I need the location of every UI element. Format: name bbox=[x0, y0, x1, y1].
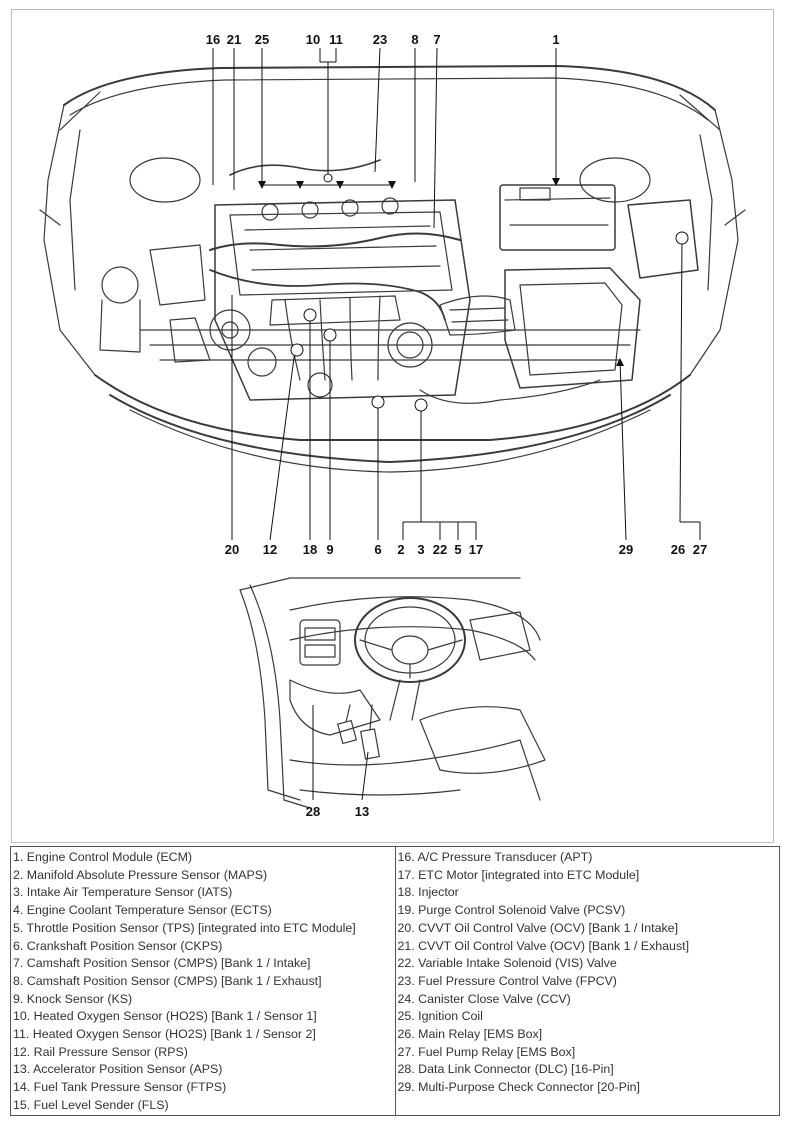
callout: 3 bbox=[417, 542, 424, 557]
component-location-diagram: 16 21 25 10 11 23 8 7 1 20 12 18 9 6 2 3… bbox=[39, 32, 746, 819]
legend-column-left: 1. Engine Control Module (ECM) 2. Manifol… bbox=[11, 847, 395, 1115]
legend-item: 9. Knock Sensor (KS) bbox=[13, 991, 133, 1006]
callout: 2 bbox=[397, 542, 404, 557]
legend-item: 11. Heated Oxygen Sensor (HO2S) [Bank 1 … bbox=[13, 1027, 316, 1042]
legend-item: 16. A/C Pressure Transducer (APT) bbox=[397, 850, 593, 864]
legend-item: 2. Manifold Absolute Pressure Sensor (MA… bbox=[13, 867, 268, 882]
legend-item: 29. Multi-Purpose Check Connector [20-Pi… bbox=[397, 1080, 640, 1095]
legend-item: 19. Purge Control Solenoid Valve (PCSV) bbox=[397, 903, 626, 918]
legend-item: 13. Accelerator Position Sensor (APS) bbox=[13, 1062, 223, 1077]
callout: 6 bbox=[374, 542, 381, 557]
component-legend: 1. Engine Control Module (ECM) 2. Manifol… bbox=[10, 846, 780, 1116]
callout: 17 bbox=[469, 542, 483, 557]
legend-item: 12. Rail Pressure Sensor (RPS) bbox=[13, 1044, 188, 1059]
callout: 27 bbox=[693, 542, 707, 557]
callout: 10 bbox=[306, 32, 320, 47]
engine-bay-illustration bbox=[39, 65, 746, 473]
legend-item: 20. CVVT Oil Control Valve (OCV) [Bank 1… bbox=[397, 920, 679, 935]
callout: 26 bbox=[671, 542, 685, 557]
legend-item: 27. Fuel Pump Relay [EMS Box] bbox=[397, 1044, 576, 1059]
legend-item: 1. Engine Control Module (ECM) bbox=[13, 850, 193, 864]
legend-item: 7. Camshaft Position Sensor (CMPS) [Bank… bbox=[13, 956, 311, 971]
callout: 8 bbox=[411, 32, 418, 47]
callout: 7 bbox=[433, 32, 440, 47]
callout: 29 bbox=[619, 542, 633, 557]
legend-item: 28. Data Link Connector (DLC) [16-Pin] bbox=[397, 1062, 614, 1077]
legend-item: 15. Fuel Level Sender (FLS) bbox=[13, 1097, 169, 1112]
legend-item: 5. Throttle Position Sensor (TPS) [integ… bbox=[13, 920, 356, 935]
callout: 20 bbox=[225, 542, 239, 557]
callout: 23 bbox=[373, 32, 387, 47]
legend-item: 4. Engine Coolant Temperature Sensor (EC… bbox=[13, 903, 272, 918]
callout: 28 bbox=[306, 804, 320, 819]
interior-leader-lines bbox=[312, 705, 369, 801]
legend-item: 23. Fuel Pressure Control Valve (FPCV) bbox=[397, 973, 617, 988]
legend-item: 17. ETC Motor [integrated into ETC Modul… bbox=[397, 867, 640, 882]
legend-item: 24. Canister Close Valve (CCV) bbox=[397, 991, 571, 1006]
engine-leader-lines bbox=[212, 47, 701, 541]
callout: 12 bbox=[263, 542, 277, 557]
sensor-markers bbox=[290, 173, 689, 412]
engine-callouts-top: 16 21 25 10 11 23 8 7 1 bbox=[206, 32, 560, 47]
legend-item: 8. Camshaft Position Sensor (CMPS) [Bank… bbox=[13, 973, 322, 988]
callout: 5 bbox=[454, 542, 461, 557]
callout: 18 bbox=[303, 542, 317, 557]
legend-item: 14. Fuel Tank Pressure Sensor (FTPS) bbox=[13, 1080, 227, 1095]
callout: 11 bbox=[329, 32, 343, 47]
legend-item: 22. Variable Intake Solenoid (VIS) Valve bbox=[397, 956, 617, 971]
callout: 21 bbox=[227, 32, 241, 47]
legend-item: 26. Main Relay [EMS Box] bbox=[397, 1027, 543, 1042]
legend-column-right: 16. A/C Pressure Transducer (APT) 17. ETC… bbox=[394, 847, 780, 1115]
callout: 1 bbox=[552, 32, 559, 47]
callout: 13 bbox=[355, 804, 369, 819]
callout: 16 bbox=[206, 32, 220, 47]
legend-item: 3. Intake Air Temperature Sensor (IATS) bbox=[13, 885, 233, 900]
legend-item: 18. Injector bbox=[397, 885, 459, 900]
legend-item: 6. Crankshaft Position Sensor (CKPS) bbox=[13, 938, 223, 953]
interior-callouts: 28 13 bbox=[306, 804, 369, 819]
arrowheads bbox=[258, 178, 624, 366]
legend-item: 21. CVVT Oil Control Valve (OCV) [Bank 1… bbox=[397, 938, 690, 953]
figure-frame bbox=[11, 9, 774, 843]
interior-illustration bbox=[239, 577, 546, 809]
engine-callouts-bottom: 20 12 18 9 6 2 3 22 5 17 29 26 27 bbox=[225, 542, 707, 557]
legend-item: 10. Heated Oxygen Sensor (HO2S) [Bank 1 … bbox=[13, 1009, 317, 1024]
callout: 22 bbox=[433, 542, 447, 557]
legend-item: 25. Ignition Coil bbox=[397, 1009, 483, 1024]
callout: 9 bbox=[326, 542, 333, 557]
callout: 25 bbox=[255, 32, 269, 47]
